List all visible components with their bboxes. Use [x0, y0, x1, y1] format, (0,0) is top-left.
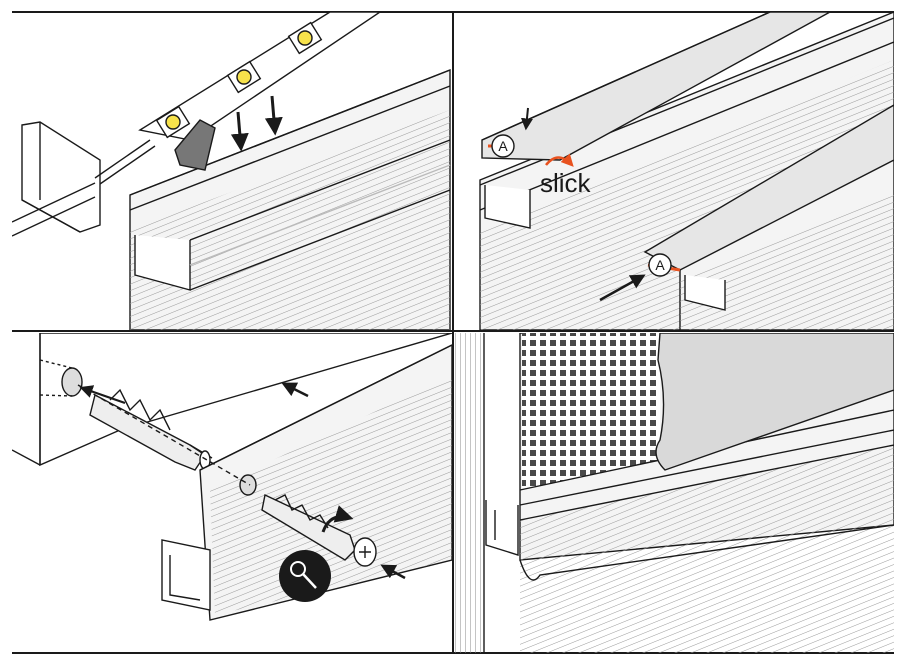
panel-4	[454, 333, 894, 653]
panel-2: A A slick	[479, 12, 894, 330]
diffuser-cover	[655, 333, 894, 471]
panel-3	[12, 333, 452, 621]
rotate-arrow-icon	[321, 505, 354, 533]
slick-label: slick	[540, 168, 592, 198]
screwdriver-icon	[279, 550, 331, 602]
mesh-panel	[522, 333, 660, 490]
profile-channel	[485, 500, 519, 556]
panel-frame	[12, 11, 894, 654]
panel-1	[12, 12, 451, 330]
rotate-arrow-icon	[545, 153, 574, 167]
arrow-down-icon	[264, 95, 283, 136]
screw-hole	[239, 474, 257, 496]
adhesive-backing	[174, 119, 216, 171]
screw	[261, 493, 356, 561]
marker-a: A	[488, 134, 515, 158]
drill-hole	[61, 367, 83, 397]
svg-text:A: A	[498, 138, 508, 154]
wall-section	[454, 333, 484, 653]
arrow-icon	[281, 382, 309, 398]
cable	[12, 182, 96, 237]
led-strip	[138, 12, 382, 141]
svg-text:A: A	[655, 257, 665, 273]
connector	[21, 121, 101, 233]
arrow-icon	[79, 385, 126, 405]
marker-a: A	[647, 253, 681, 277]
arrow-icon	[599, 274, 646, 302]
profile-channel	[161, 539, 211, 611]
arrow-down-icon	[230, 111, 249, 152]
arrow-down-icon	[520, 107, 533, 131]
arrow-icon	[380, 564, 406, 580]
